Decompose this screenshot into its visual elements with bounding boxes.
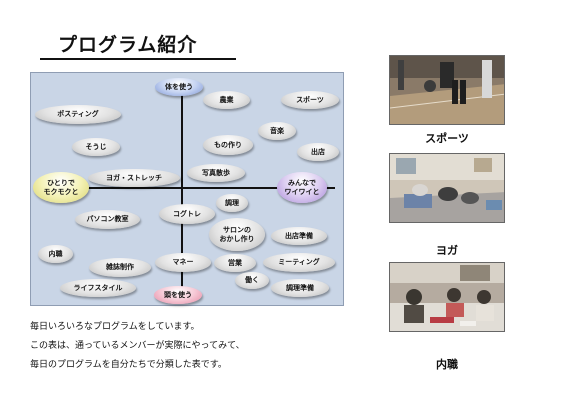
node-chouri-junbi: 調理準備 [271,279,329,297]
node-monozukuri: もの作り [203,135,253,155]
node-head-top: 体を使う [155,78,203,96]
node-nougyo: 農業 [203,91,250,109]
node-posting: ポスティング [35,105,121,124]
node-meeting: ミーティング [263,253,335,272]
node-salon: サロンの おかし作り [209,218,265,251]
node-head-right: みんなで ワイワイと [277,172,327,203]
node-zasshi: 雑誌制作 [89,258,151,277]
node-chouri: 調理 [216,194,248,212]
node-pasokon: パソコン教室 [75,210,140,229]
program-map: 体を使う頭を使う ひとりで モクモクと みんなで ワイワイと ポスティングそうじヨガ・… [30,72,344,306]
description-line-2: この表は、通っているメンバーが実際にやってみて、 [30,341,245,351]
yoga-photo [389,153,505,223]
description-line-1: 毎日いろいろなプログラムをしています。 [30,322,200,332]
node-shutten: 出店 [297,143,339,161]
node-sports: スポーツ [281,91,339,109]
naishoku-caption: 内職 [436,358,458,371]
node-souji: そうじ [72,138,120,156]
horizontal-axis [35,187,335,189]
yoga-caption: ヨガ [436,244,458,257]
node-shutten-junbi: 出店準備 [271,227,327,245]
node-yoga-stretch: ヨガ・ストレッチ [88,169,180,187]
yoga-photo-image [390,154,504,222]
node-lifestyle: ライフスタイル [60,279,136,297]
vertical-axis [181,85,183,295]
node-naishoku: 内職 [38,245,73,263]
node-head-left: ひとりで モクモクと [33,172,89,203]
sports-photo [389,55,505,125]
description: 毎日いろいろなプログラムをしています。 この表は、通っているメンバーが実際にやっ… [30,318,360,375]
node-cogtre: コグトレ [159,204,215,224]
node-head-bottom: 頭を使う [154,286,202,304]
page-title: プログラム紹介 [40,30,236,60]
node-hataraku: 働く [235,272,269,289]
naishoku-photo [389,262,505,332]
sports-caption: スポーツ [425,132,469,145]
sports-photo-image [390,56,504,124]
node-eigyo: 営業 [214,254,256,272]
node-money: マネー [155,253,211,272]
naishoku-photo-image [390,263,504,331]
node-ongaku: 音楽 [258,122,296,140]
description-line-3: 毎日のプログラムを自分たちで分類した表です。 [30,360,227,370]
node-shashin-sanpo: 写真散歩 [187,164,245,182]
